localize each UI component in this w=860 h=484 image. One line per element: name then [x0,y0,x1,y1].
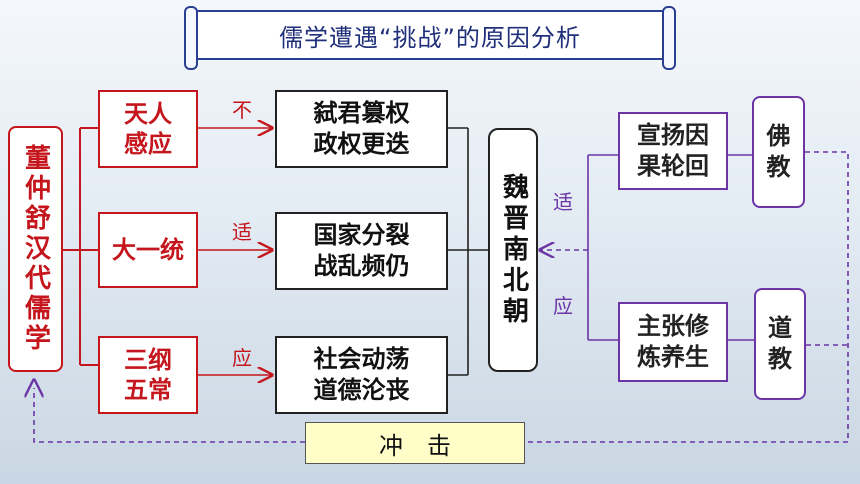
node-tianren: 天人 感应 [98,90,198,168]
node-chongji: 冲 击 [305,422,525,464]
label-bu: 不 [232,98,252,122]
node-zhuzhang: 主张修 炼养生 [618,302,728,382]
label-shi-left: 适 [232,220,252,244]
node-dayitong: 大一统 [98,212,198,288]
node-guojia: 国家分裂 战乱频仍 [275,212,448,290]
dashed-chongji-left [34,388,305,443]
label-ying-left: 应 [232,346,252,370]
dashed-fojiao-right [525,151,849,443]
node-shijun: 弑君篡权 政权更迭 [275,90,448,168]
node-weijin: 魏晋南北朝 [488,128,538,372]
node-fojiao: 佛 教 [752,96,805,208]
node-daojiao: 道 教 [754,288,806,400]
node-sangang: 三纲 五常 [98,336,198,414]
label-shi-right: 适 [553,190,573,214]
page-title: 儒学遭遇“挑战”的原因分析 [184,6,676,70]
node-dongzhongshu: 董仲舒汉代儒学 [8,126,63,372]
label-ying-right: 应 [553,294,573,318]
node-xuanyang: 宣扬因 果轮回 [618,112,728,190]
node-shehui: 社会动荡 道德沦丧 [275,336,448,414]
